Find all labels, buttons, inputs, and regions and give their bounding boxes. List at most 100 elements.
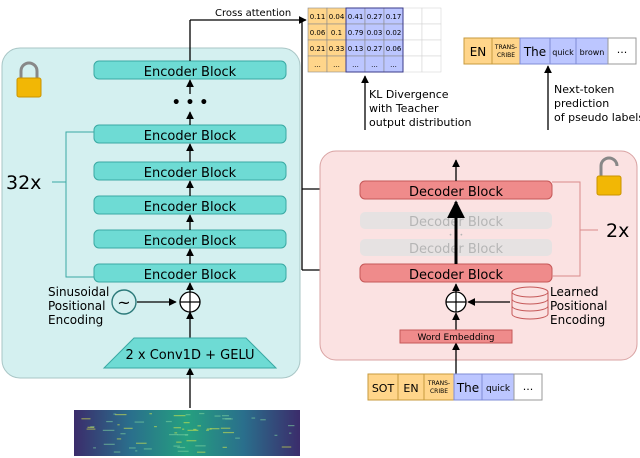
attention-value: 0.41 — [348, 13, 364, 21]
attention-value: 0.02 — [386, 29, 402, 37]
spectrogram-streak — [87, 426, 95, 428]
attention-value: 0.21 — [310, 45, 326, 53]
input-token-transcribe-b: CRIBE — [430, 388, 448, 395]
attention-value: 0.06 — [310, 29, 326, 37]
spectrogram-streak — [187, 429, 199, 431]
encoder-add-icon — [179, 291, 201, 313]
spectrogram-streak — [93, 447, 96, 449]
spectrogram-streak — [173, 445, 180, 447]
spectrogram-streak — [115, 414, 127, 416]
decoder-block-label: Decoder Block — [409, 268, 503, 283]
spectrogram-streak — [222, 418, 232, 420]
decoder-add-icon — [445, 291, 467, 313]
attention-value: ... — [314, 61, 321, 69]
learned-pe-label-line1: Learned — [550, 285, 599, 299]
encoder-block-4: Encoder Block — [93, 161, 287, 181]
attention-cell-faded — [402, 7, 423, 25]
attention-cell-faded — [421, 55, 442, 73]
spectrogram-streak — [209, 428, 220, 430]
spectrogram-streak — [221, 415, 229, 417]
spectrogram-streak — [281, 446, 292, 448]
word-embedding-label: Word Embedding — [417, 333, 494, 343]
spectrogram-streak — [183, 422, 190, 424]
spectrogram-streak — [106, 420, 113, 423]
spectrogram-streak — [102, 429, 115, 431]
encoder-block-label: Encoder Block — [144, 166, 237, 181]
spectrogram-streak — [173, 415, 186, 417]
spectrogram-streak — [288, 424, 295, 427]
spectrogram-streak — [113, 413, 117, 415]
input-token-the: The — [456, 381, 479, 395]
input-token-en: EN — [403, 382, 418, 395]
output-token-transcribe-a: TRANS- — [494, 44, 517, 51]
learned-pe-label-line2: Positional — [550, 299, 607, 313]
spectrogram-streak — [113, 451, 121, 453]
encoder-block-3: Encoder Block — [93, 195, 287, 215]
spectrogram-streak — [116, 438, 122, 440]
attention-highlight — [345, 7, 404, 73]
spectrogram-streak — [165, 420, 172, 423]
decoder-repeat-label: 2x — [606, 220, 629, 242]
spectrogram-streak — [136, 442, 147, 444]
output-token-transcribe-b: CRIBE — [497, 52, 515, 59]
input-token-quick: quick — [486, 384, 511, 394]
encoder-block-label: Encoder Block — [144, 65, 237, 80]
attention-value: 0.17 — [386, 13, 402, 21]
attention-value: 0.27 — [367, 45, 383, 53]
attention-value: 0.03 — [367, 29, 383, 37]
spectrogram-streak — [177, 446, 186, 449]
output-token-strip: EN TRANS- CRIBE The quick brown ... — [463, 37, 637, 65]
spectrogram-streak — [128, 447, 136, 449]
next-token-label-line3: of pseudo labels — [554, 111, 640, 124]
lock-closed-icon — [16, 61, 42, 98]
input-token-transcribe-a: TRANS- — [427, 380, 450, 387]
attention-cell-faded — [402, 23, 423, 41]
attention-value: 0.1 — [331, 29, 342, 37]
spectrogram-streak — [143, 448, 152, 450]
spectrogram-streak — [197, 425, 201, 427]
attention-value: 0.27 — [367, 13, 383, 21]
spectrogram-streak — [154, 426, 157, 428]
output-token-brown: brown — [580, 48, 605, 57]
next-token-label-line2: prediction — [554, 97, 609, 110]
attention-value: 0.13 — [348, 45, 364, 53]
attention-value: ... — [390, 61, 397, 69]
cross-attention-label: Cross attention — [215, 8, 291, 19]
learned-pe-label-line3: Encoding — [550, 313, 605, 327]
spectrogram-streak — [222, 446, 227, 448]
attention-value: ... — [333, 61, 340, 69]
sinusoidal-label-line1: Sinusoidal — [48, 285, 109, 299]
spectrogram-streak — [177, 450, 189, 452]
encoder-block-label: Encoder Block — [144, 234, 237, 249]
encoder-repeat-bracket — [52, 131, 94, 278]
encoder-ellipsis: • • • — [172, 95, 209, 111]
spectrogram-streak — [274, 434, 278, 436]
decoder-repeat-bracket — [552, 181, 598, 277]
spectrogram-streak — [195, 445, 206, 447]
spectrogram-streak — [260, 419, 266, 421]
output-token-the: The — [523, 45, 546, 59]
attention-value: ... — [352, 61, 359, 69]
spectrogram-streak — [182, 428, 185, 430]
encoder-block-2: Encoder Block — [93, 229, 287, 249]
encoder-block-1: Encoder Block — [93, 263, 287, 283]
sine-wave-icon: ~ — [111, 289, 137, 315]
output-token-ellipsis: ... — [617, 43, 628, 56]
sine-glyph: ~ — [117, 293, 130, 312]
spectrogram-streak — [117, 424, 120, 426]
spectrogram-streak — [81, 418, 91, 420]
conv-label: 2 x Conv1D + GELU — [125, 348, 254, 363]
decoder-block-label: Decoder Block — [409, 185, 503, 200]
attention-value: ... — [371, 61, 378, 69]
spectrogram-streak — [86, 428, 96, 430]
spectrogram-streak — [169, 434, 178, 436]
spectrogram-streak — [173, 427, 181, 429]
spectrogram-streak — [186, 440, 197, 442]
output-token-en: EN — [470, 45, 487, 59]
output-token-quick: quick — [552, 48, 574, 57]
spectrogram-streak — [222, 431, 235, 434]
encoder-block-label: Encoder Block — [144, 129, 237, 144]
attention-value: 0.79 — [348, 29, 364, 37]
spectrogram-streak — [199, 412, 205, 415]
